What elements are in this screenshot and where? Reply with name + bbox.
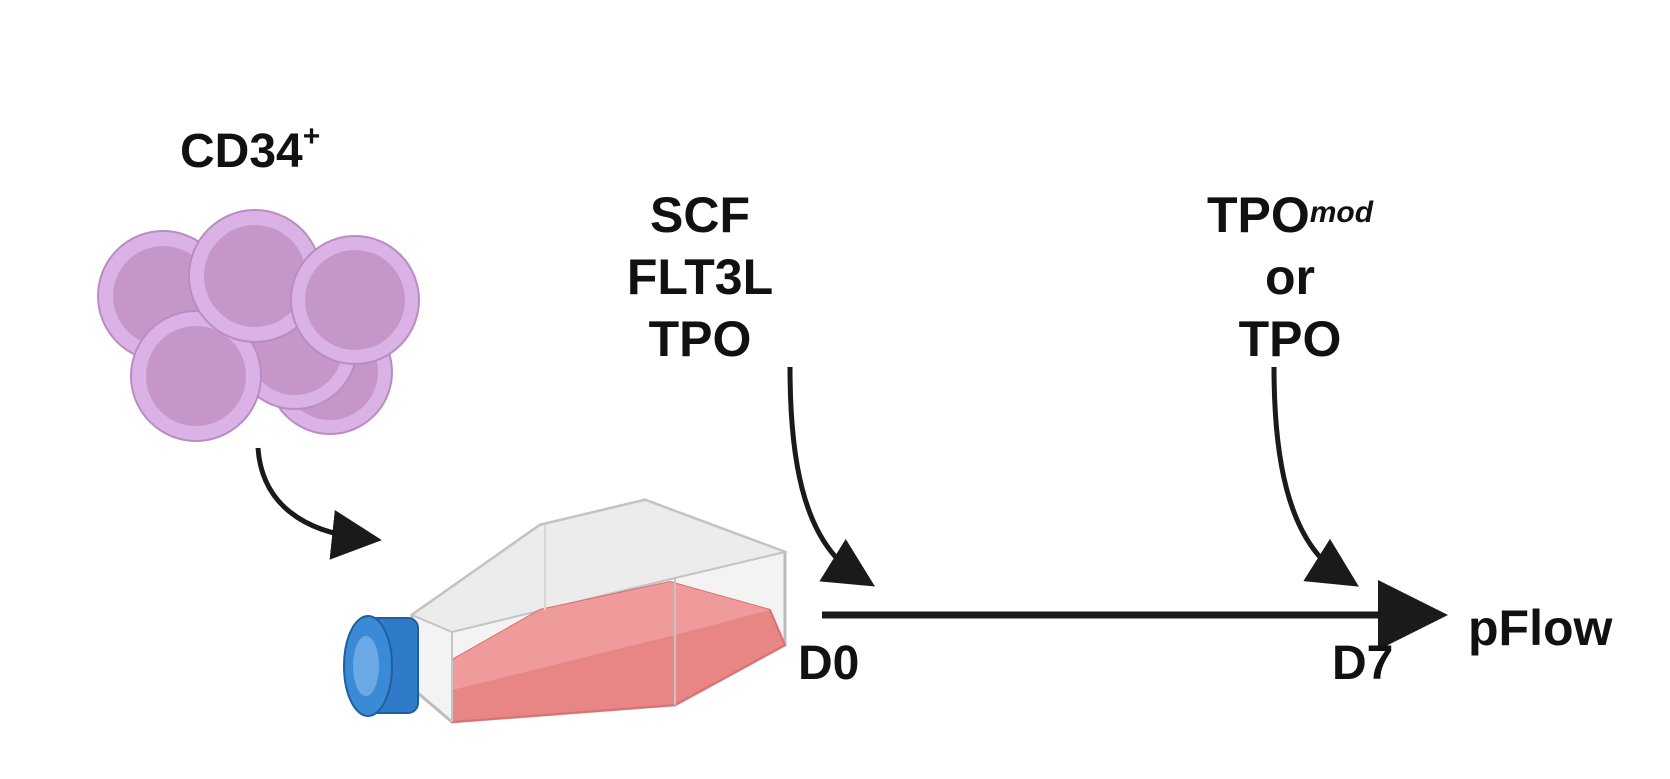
cells-to-flask-arrow <box>255 447 382 560</box>
day0-label: D0 <box>798 637 860 690</box>
cytokine-flt3l: FLT3L <box>626 249 774 305</box>
cytokines-arrow <box>787 366 875 587</box>
pflow-label: pFlow <box>1468 600 1613 656</box>
cell <box>188 209 322 343</box>
cell-cluster-icon <box>97 209 420 442</box>
culture-flask-icon <box>343 498 789 724</box>
cell <box>130 310 262 442</box>
treatment-tpomod: TPOmod <box>1206 187 1374 243</box>
cell <box>290 235 420 365</box>
treatment-arrow <box>1271 366 1359 587</box>
initial-cytokines-label: SCF FLT3L TPO <box>600 184 800 370</box>
treatment-tpo: TPO <box>1238 311 1342 367</box>
treatment-label: TPOmod or TPO <box>1170 184 1410 370</box>
day7-label: D7 <box>1332 637 1394 690</box>
cytokine-scf: SCF <box>650 187 750 243</box>
cytokine-tpo: TPO <box>648 311 752 367</box>
treatment-or: or <box>1265 249 1315 305</box>
cd34-label: CD34+ <box>180 120 321 178</box>
